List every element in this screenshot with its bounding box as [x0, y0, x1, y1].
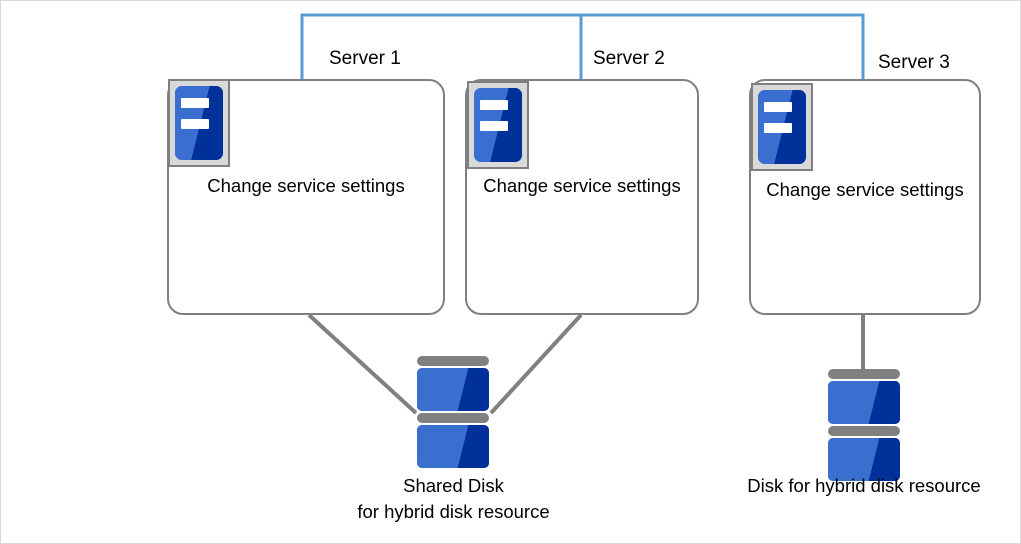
server-2-box[interactable]: Change service settings	[465, 79, 699, 315]
server-3-label: Server 3	[878, 52, 950, 73]
disk-body	[828, 438, 900, 481]
server-drive-bay-bar	[480, 100, 508, 110]
server-drive-bay-bar	[764, 123, 792, 133]
disk-body	[417, 425, 489, 468]
server-drive-bay-bar	[764, 102, 792, 112]
shared-disk-caption: Shared Disk for hybrid disk resource	[357, 475, 550, 522]
disk-plate	[828, 369, 900, 379]
server-1-body-text: Change service settings	[207, 175, 405, 196]
server-1-label: Server 1	[329, 48, 401, 69]
server-icon	[168, 79, 230, 167]
disk-body-shading	[417, 368, 489, 411]
server-3-body-text: Change service settings	[766, 179, 964, 200]
server-2-label: Server 2	[593, 48, 665, 69]
server-icon	[467, 81, 529, 169]
disk-body	[828, 381, 900, 424]
interconnect-bus	[300, 13, 865, 79]
disk-body-shading	[828, 381, 900, 424]
disk-plate	[828, 426, 900, 436]
disk-body-shading	[417, 425, 489, 468]
server-drive-bay-bar	[181, 119, 209, 129]
shared-disk-connectors	[307, 313, 583, 415]
local-disk-caption: Disk for hybrid disk resource	[747, 475, 981, 496]
disk-plate	[417, 413, 489, 423]
server-drive-bay-bar	[181, 98, 209, 108]
server-icon	[751, 83, 813, 171]
server-drive-bay-bar	[480, 121, 508, 131]
disk-body	[417, 368, 489, 411]
server-2-body-text: Change service settings	[483, 175, 681, 196]
local-disk-icon[interactable]	[828, 369, 900, 481]
disk-plate	[417, 356, 489, 366]
disk-body-shading	[828, 438, 900, 481]
shared-disk-icon[interactable]	[417, 356, 489, 468]
